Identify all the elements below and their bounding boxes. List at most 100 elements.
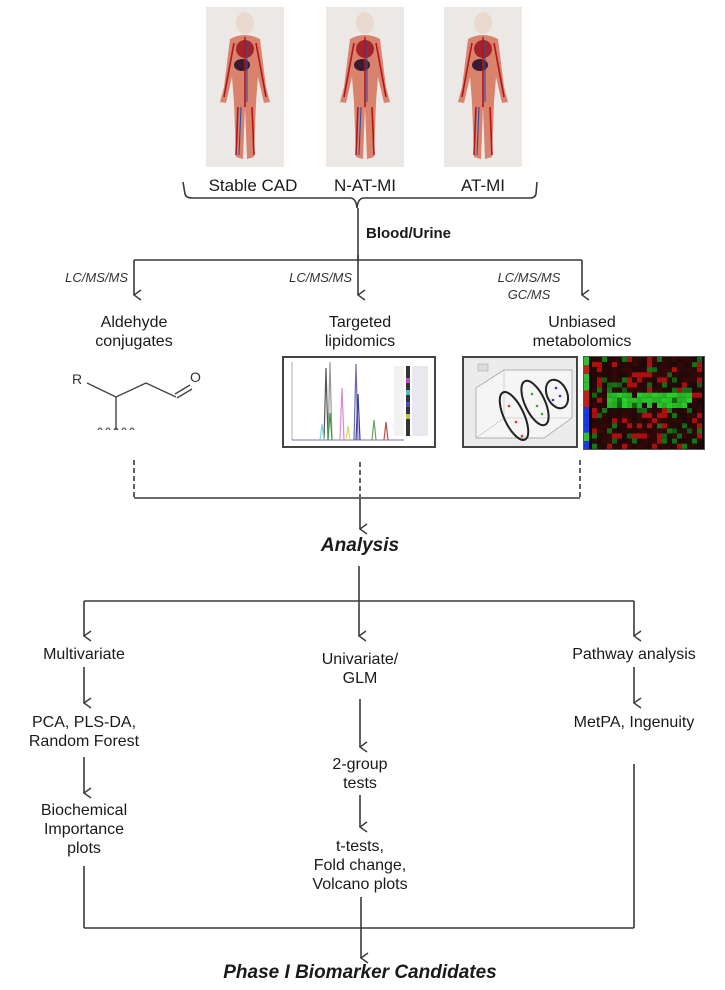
heatmap-cell (632, 382, 637, 388)
heatmap-cell (627, 438, 632, 444)
heatmap-cell (607, 408, 612, 414)
heatmap-cell (692, 418, 697, 424)
heatmap-cell (682, 392, 687, 398)
heatmap-cell (637, 408, 642, 414)
heatmap-cell (592, 357, 597, 363)
heatmap-cell (607, 418, 612, 424)
heatmap-cell (627, 428, 632, 434)
heatmap-cell (662, 382, 667, 388)
heatmap-cell (597, 362, 602, 368)
metabolomics-pca-plot (462, 356, 578, 448)
heatmap-cell (617, 408, 622, 414)
heatmap-cell (632, 418, 637, 424)
heatmap-cell (592, 387, 597, 393)
heatmap-cell (682, 413, 687, 419)
heatmap-cell (617, 367, 622, 373)
heatmap-cell (642, 377, 647, 383)
step-line: Biochemical (40, 802, 128, 819)
heatmap-cell (622, 382, 627, 388)
heatmap-cell (672, 392, 677, 398)
heatmap-cell (597, 428, 602, 434)
heatmap-cell (682, 443, 687, 449)
heatmap-cell (607, 397, 612, 403)
platform-title-line: Aldehyde (100, 314, 168, 331)
heatmap-cell (687, 428, 692, 434)
heatmap-cell (647, 387, 652, 393)
heatmap-cell (612, 367, 617, 373)
heatmap-cell (672, 397, 677, 403)
method-label-aldehyde: LC/MS/MS (65, 270, 128, 285)
heatmap-cell (657, 382, 662, 388)
heatmap-cell (682, 433, 687, 439)
heatmap-cell (652, 362, 657, 368)
heatmap-cell (662, 372, 667, 378)
heatmap-cell (607, 382, 612, 388)
heatmap-cell (602, 423, 607, 429)
heatmap-cell (632, 443, 637, 449)
chromatogram-icon (291, 361, 428, 441)
heatmap-cell (682, 402, 687, 408)
heatmap-cell (642, 402, 647, 408)
heatmap-cell (607, 438, 612, 444)
heatmap-cell (642, 418, 647, 424)
heatmap-cell (657, 392, 662, 398)
heatmap-cell (677, 362, 682, 368)
heatmap-cell (637, 433, 642, 439)
heatmap-cell (672, 443, 677, 449)
heatmap-cell (672, 433, 677, 439)
heatmap-cell (592, 423, 597, 429)
heatmap-cell (617, 433, 622, 439)
heatmap-cell (677, 367, 682, 373)
heatmap-cell (602, 387, 607, 393)
heatmap-cell (597, 408, 602, 414)
step-line: Importance (43, 821, 125, 838)
heatmap-cell (647, 428, 652, 434)
heatmap-cell (592, 428, 597, 434)
heatmap-cell (602, 402, 607, 408)
heatmap-cell (632, 423, 637, 429)
heatmap-cell (627, 392, 632, 398)
heatmap-cell (602, 428, 607, 434)
step-line: tests (343, 775, 377, 792)
heatmap-cell (617, 387, 622, 393)
heatmap-cell (632, 408, 637, 414)
heatmap-cell (647, 408, 652, 414)
heatmap-cell (687, 372, 692, 378)
heatmap-cell (662, 402, 667, 408)
heatmap-cell (592, 382, 597, 388)
heatmap-cell (662, 387, 667, 393)
platform-title-line: lipidomics (324, 333, 396, 350)
heatmap-cell (662, 438, 667, 444)
step-line: 2-group (332, 756, 388, 773)
heatmap-cell (692, 372, 697, 378)
heatmap-cell (642, 413, 647, 419)
r-group-label: R (72, 371, 82, 387)
heatmap-cell (637, 367, 642, 373)
heatmap-cell (632, 397, 637, 403)
heatmap-cell (602, 392, 607, 398)
heatmap-cell (692, 402, 697, 408)
heatmap-cell (672, 423, 677, 429)
heatmap-cell (682, 428, 687, 434)
heatmap-cell (632, 357, 637, 363)
heatmap-cell (617, 418, 622, 424)
heatmap-cell (662, 428, 667, 434)
step-multivariate-methods: PCA, PLS-DA, Random Forest (4, 713, 164, 751)
heatmap-cell (692, 362, 697, 368)
heatmap-cell (652, 392, 657, 398)
heatmap-group-bar (584, 390, 589, 399)
heatmap-cell (617, 357, 622, 363)
platform-title-line: metabolomics (532, 333, 632, 350)
heatmap-cell (667, 362, 672, 368)
heatmap-cell (647, 367, 652, 373)
heatmap-cell (637, 357, 642, 363)
heatmap-cell (602, 443, 607, 449)
heatmap-cell (677, 372, 682, 378)
heatmap-cell (597, 433, 602, 439)
heatmap-cell (622, 438, 627, 444)
heatmap-cell (637, 372, 642, 378)
heatmap-cell (657, 413, 662, 419)
heatmap-cell (617, 382, 622, 388)
heatmap-cell (627, 413, 632, 419)
heatmap-cell (642, 372, 647, 378)
